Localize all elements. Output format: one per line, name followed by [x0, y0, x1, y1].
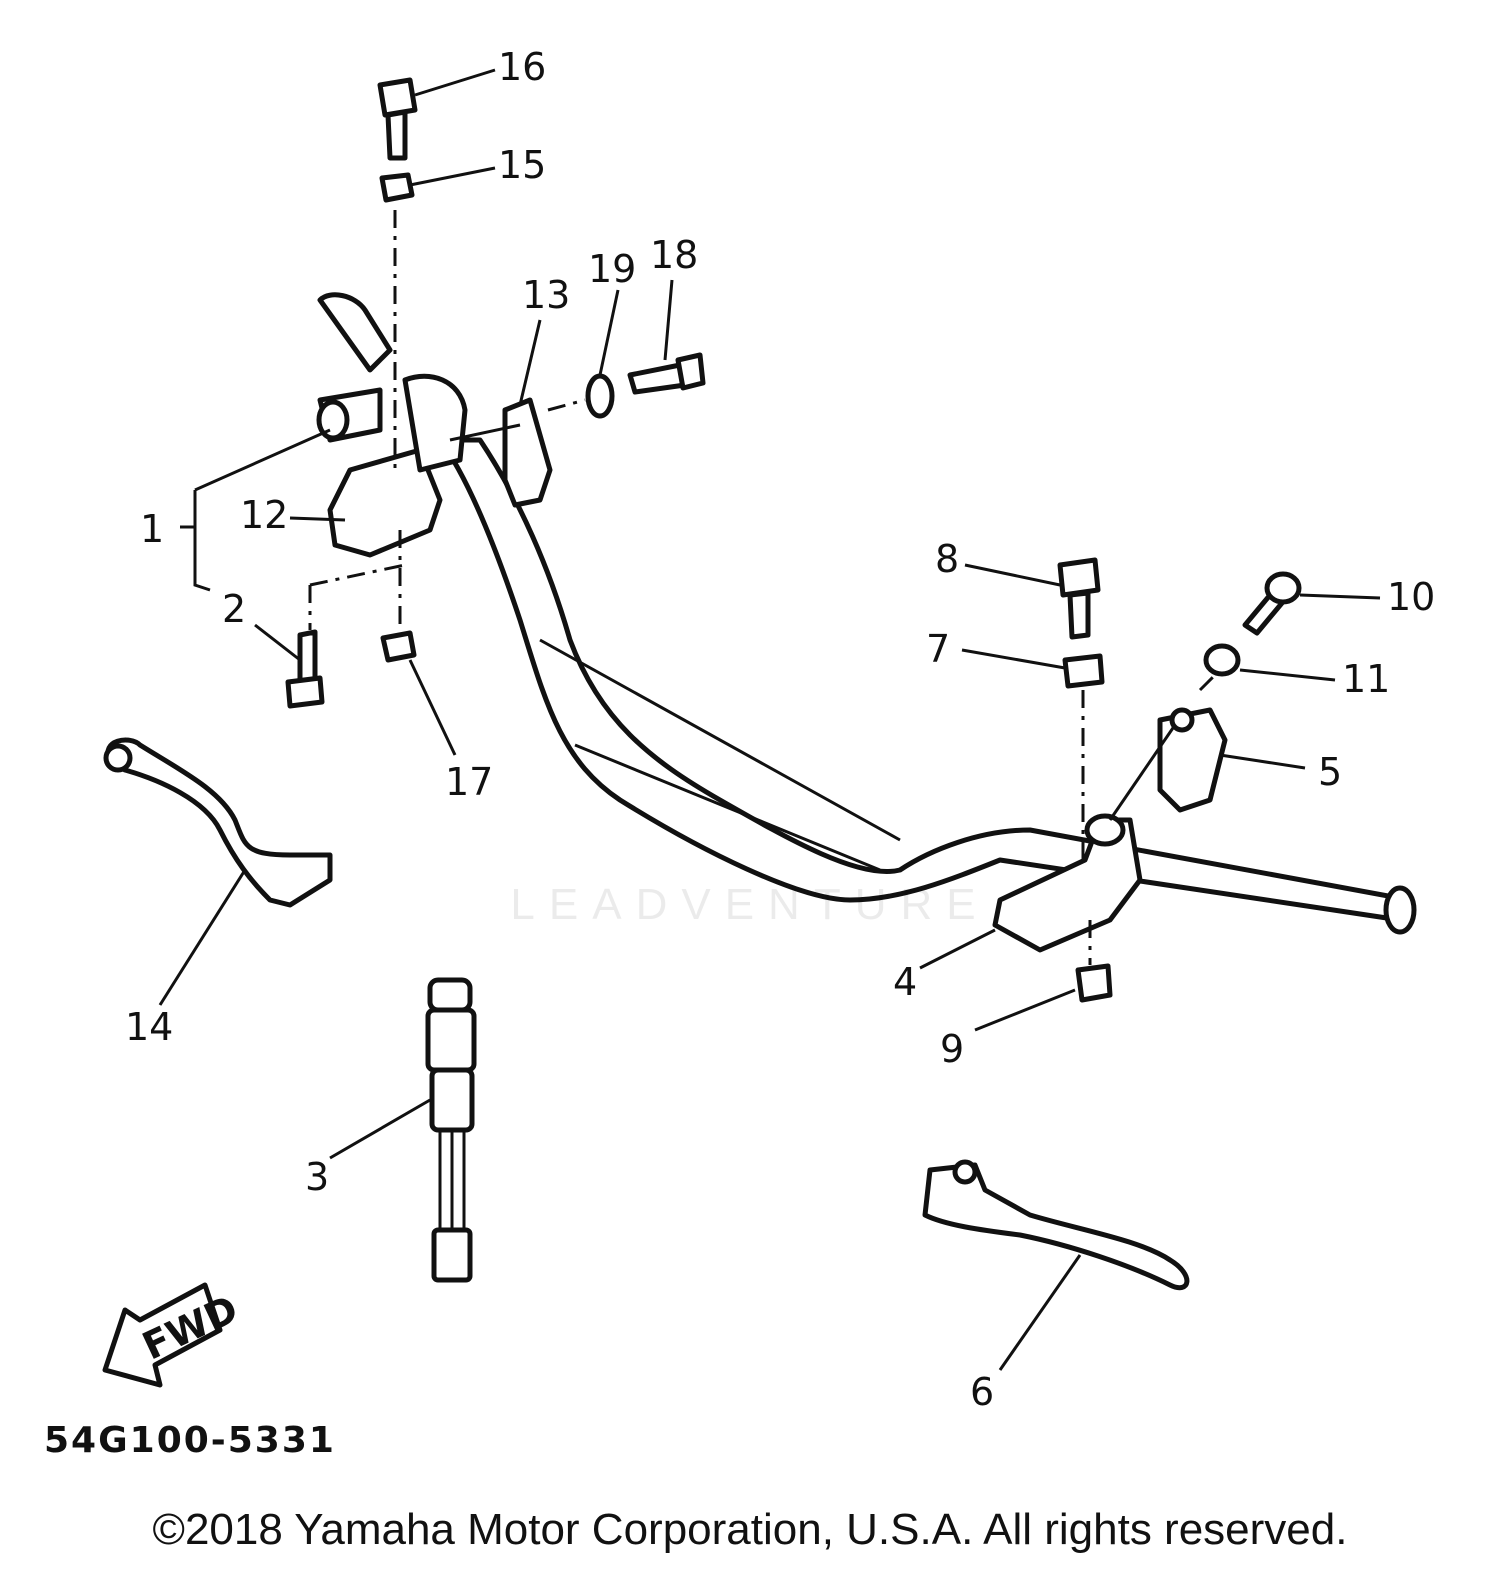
- holder-clamp: [1108, 707, 1228, 821]
- callout-15: 15: [498, 143, 546, 187]
- callout-19: 19: [588, 247, 636, 291]
- callout-6: 6: [970, 1370, 994, 1414]
- nut-7: [1062, 653, 1105, 689]
- fwd-arrow: FWD: [102, 1282, 245, 1388]
- callout-17: 17: [445, 760, 493, 804]
- nut-17: [380, 630, 417, 663]
- handlebar: [317, 292, 1417, 935]
- callout-18: 18: [650, 233, 698, 277]
- clutch-lever-holder: [308, 373, 468, 630]
- diagram-code: 54G100-5331: [44, 1420, 336, 1461]
- callout-10: 10: [1387, 575, 1435, 619]
- brake-lever-holder: [992, 813, 1143, 953]
- callout-9: 9: [940, 1027, 964, 1071]
- bolt-8: [1057, 557, 1101, 640]
- bracket-1: [180, 428, 331, 592]
- callout-13: 13: [522, 273, 570, 317]
- callout-8: 8: [935, 537, 959, 581]
- nut-9: [1075, 963, 1113, 1003]
- callout-2: 2: [222, 587, 246, 631]
- leader-lines: [158, 68, 1381, 1371]
- callout-14: 14: [125, 1005, 173, 1049]
- bolt-18: [627, 352, 706, 395]
- callout-16: 16: [498, 45, 546, 89]
- callout-5: 5: [1318, 750, 1342, 794]
- cable-guide: [449, 397, 553, 508]
- callout-3: 3: [305, 1155, 329, 1199]
- nut-15: [379, 172, 415, 203]
- callout-1: 1: [140, 507, 164, 551]
- clutch-lever: [103, 737, 333, 908]
- callout-4: 4: [893, 960, 917, 1004]
- brake-lever: [922, 1159, 1190, 1291]
- watermark: LEADVENTURE: [510, 880, 990, 929]
- callout-12: 12: [240, 493, 288, 537]
- washer-19: [547, 373, 615, 419]
- callout-11: 11: [1342, 657, 1390, 701]
- callout-numbers: 1 2 3 4 5 6 7 8 9 10 11 12 13 14 15 16 1…: [125, 45, 1435, 1414]
- brake-switch: [425, 977, 477, 1283]
- bolt-16: [377, 77, 418, 161]
- copyright-notice: ©2018 Yamaha Motor Corporation, U.S.A. A…: [152, 1505, 1348, 1554]
- bolt-2: [285, 629, 325, 709]
- bolt-10: [1242, 571, 1302, 636]
- callout-7: 7: [926, 627, 950, 671]
- washer-11: [1198, 643, 1241, 692]
